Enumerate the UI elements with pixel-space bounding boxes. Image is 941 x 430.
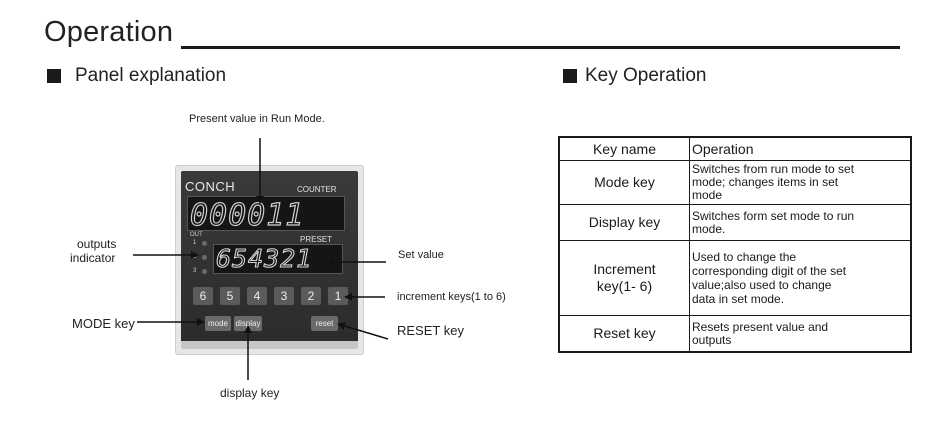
table-row: Reset key Resets present value and outpu… <box>558 315 912 353</box>
increment-key-2[interactable]: 2 <box>301 287 321 305</box>
operation-line: outputs <box>692 332 732 347</box>
operation-cell: Used to change the corresponding digit o… <box>689 240 912 316</box>
mode-key-button[interactable]: mode <box>205 316 231 331</box>
bullet-square-icon <box>563 69 577 83</box>
increment-key-5[interactable]: 5 <box>220 287 240 305</box>
table-row: Mode key Switches from run mode to set m… <box>558 160 912 205</box>
output-led-1-icon <box>202 241 207 246</box>
increment-key-6[interactable]: 6 <box>193 287 213 305</box>
section-heading-panel-explanation: Panel explanation <box>75 65 227 86</box>
key-name-line: key(1- 6) <box>596 278 653 294</box>
key-name-cell: Display key <box>558 204 690 241</box>
callout-outputs-indicator-line1: outputs <box>77 237 117 251</box>
operation-cell: Resets present value and outputs <box>689 315 912 353</box>
reset-key-button[interactable]: reset <box>311 316 338 331</box>
table-row: Increment key(1- 6) Used to change the c… <box>558 240 912 316</box>
out-number-3: 3 <box>193 268 197 274</box>
increment-key-3[interactable]: 3 <box>274 287 294 305</box>
key-operation-table: Key name Operation Mode key Switches fro… <box>558 136 912 353</box>
operation-line: data in set mode. <box>692 292 785 306</box>
preset-label: PRESET <box>300 235 333 244</box>
operation-line: mode. <box>692 221 726 236</box>
page-title: Operation <box>44 16 174 48</box>
callout-increment-keys: increment keys(1 to 6) <box>397 291 506 303</box>
operation-line: Used to change the <box>692 250 797 264</box>
table-header-operation: Operation <box>689 136 912 161</box>
out-label: OUT <box>190 232 203 238</box>
operation-line: Resets present value and <box>692 319 829 334</box>
table-header-key-name: Key name <box>558 136 690 161</box>
output-led-3-icon <box>202 269 207 274</box>
increment-key-1[interactable]: 1 <box>328 287 348 305</box>
key-name-cell: Reset key <box>558 315 690 353</box>
key-name-cell: Increment key(1- 6) <box>558 240 690 316</box>
out-number-1: 1 <box>193 240 197 246</box>
section-heading-key-operation: Key Operation <box>585 65 707 86</box>
operation-cell: Switches form set mode to run mode. <box>689 204 912 241</box>
callout-present-value: Present value in Run Mode. <box>189 113 325 125</box>
operation-line: mode <box>692 188 723 202</box>
operation-line: mode; changes items in set <box>692 175 839 189</box>
operation-line: Switches from run mode to set <box>692 162 855 176</box>
output-led-2-icon <box>202 255 207 260</box>
callout-set-value: Set value <box>398 249 444 261</box>
table-header-row: Key name Operation <box>558 136 912 161</box>
arrow-reset-key <box>337 322 389 340</box>
operation-cell: Switches from run mode to set mode; chan… <box>689 160 912 205</box>
operation-line: value;also used to change <box>692 278 832 292</box>
callout-outputs-indicator-line2: indicator <box>70 251 116 265</box>
callout-display-key: display key <box>220 386 280 400</box>
set-value-digits: 654321 <box>215 243 313 273</box>
title-underline <box>181 46 900 49</box>
operation-line: corresponding digit of the set <box>692 264 847 278</box>
bullet-square-icon <box>47 69 61 83</box>
callout-reset-key: RESET key <box>397 323 464 338</box>
device-brand: CONCH <box>185 179 236 194</box>
key-name-line: Increment <box>593 261 656 277</box>
counter-label: COUNTER <box>297 185 337 194</box>
set-value-display <box>213 244 343 274</box>
key-name-cell: Mode key <box>558 160 690 205</box>
present-value-display <box>187 196 345 231</box>
callout-mode-key: MODE key <box>72 316 135 331</box>
operation-line: Switches form set mode to run <box>692 208 855 223</box>
present-value-digits: 000011 <box>189 197 305 233</box>
display-key-button[interactable]: display <box>234 316 262 331</box>
table-row: Display key Switches form set mode to ru… <box>558 204 912 241</box>
increment-key-4[interactable]: 4 <box>247 287 267 305</box>
